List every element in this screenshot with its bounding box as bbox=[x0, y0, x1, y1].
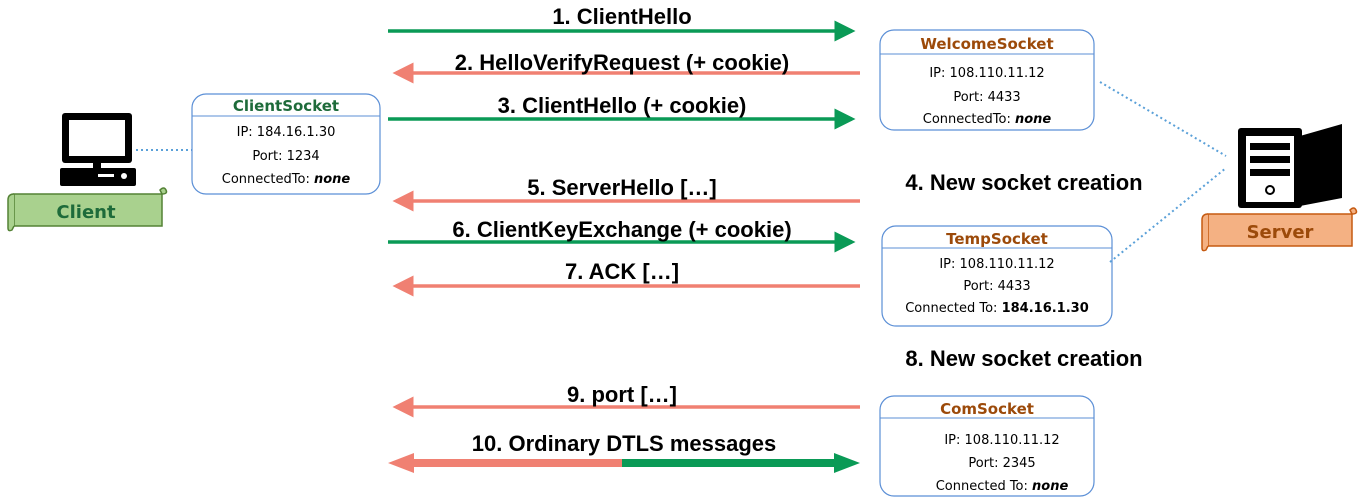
computer-icon bbox=[60, 113, 136, 186]
server-label: Server bbox=[1247, 222, 1314, 243]
welcome-socket-title: WelcomeSocket bbox=[920, 35, 1053, 53]
temp-socket-title: TempSocket bbox=[946, 230, 1048, 248]
message-2: 2. HelloVerifyRequest (+ cookie) bbox=[392, 50, 860, 84]
event-new-socket-8: 8. New socket creation bbox=[905, 346, 1142, 371]
message-6-label: 6. ClientKeyExchange (+ cookie) bbox=[452, 217, 791, 242]
client-label: Client bbox=[56, 202, 116, 223]
message-7: 7. ACK […] bbox=[392, 259, 860, 297]
com-socket-port: Port: 2345 bbox=[968, 456, 1035, 471]
message-10-label: 10. Ordinary DTLS messages bbox=[472, 431, 776, 456]
client-socket-connected: ConnectedTo: none bbox=[222, 172, 351, 187]
welcome-socket-ip: IP: 108.110.11.12 bbox=[929, 66, 1044, 81]
message-5-label: 5. ServerHello […] bbox=[527, 175, 717, 200]
message-6: 6. ClientKeyExchange (+ cookie) bbox=[388, 217, 856, 253]
server-welcome-link bbox=[1099, 81, 1227, 157]
temp-socket-ip: IP: 108.110.11.12 bbox=[939, 257, 1054, 272]
com-socket-title: ComSocket bbox=[940, 400, 1034, 418]
client-socket-title: ClientSocket bbox=[233, 97, 339, 115]
client-socket-box: ClientSocket IP: 184.16.1.30 Port: 1234 … bbox=[191, 93, 381, 195]
welcome-socket-box: WelcomeSocket IP: 108.110.11.12 Port: 44… bbox=[879, 29, 1095, 131]
message-9-label: 9. port […] bbox=[567, 382, 677, 407]
client-socket-port: Port: 1234 bbox=[252, 149, 319, 164]
message-2-label: 2. HelloVerifyRequest (+ cookie) bbox=[455, 50, 789, 75]
message-3-label: 3. ClientHello (+ cookie) bbox=[498, 93, 747, 118]
message-1: 1. ClientHello bbox=[388, 4, 856, 42]
temp-socket-box: TempSocket IP: 108.110.11.12 Port: 4433 … bbox=[881, 225, 1113, 327]
server-banner: Server bbox=[1201, 207, 1358, 252]
client-socket-ip: IP: 184.16.1.30 bbox=[237, 125, 336, 140]
welcome-socket-connected: ConnectedTo: none bbox=[923, 112, 1052, 127]
event-new-socket-4: 4. New socket creation bbox=[905, 170, 1142, 195]
com-socket-ip: IP: 108.110.11.12 bbox=[944, 433, 1059, 448]
message-7-label: 7. ACK […] bbox=[565, 259, 679, 284]
com-socket-box: ComSocket IP: 108.110.11.12 Port: 2345 C… bbox=[879, 395, 1095, 497]
temp-socket-port: Port: 4433 bbox=[963, 279, 1030, 294]
server-icon bbox=[1238, 124, 1342, 208]
message-5: 5. ServerHello […] bbox=[392, 175, 860, 212]
client-banner: Client bbox=[7, 187, 168, 232]
temp-socket-connected: Connected To: 184.16.1.30 bbox=[905, 301, 1089, 316]
message-1-label: 1. ClientHello bbox=[552, 4, 691, 29]
message-3: 3. ClientHello (+ cookie) bbox=[388, 93, 856, 130]
com-socket-connected: Connected To: none bbox=[936, 479, 1069, 494]
message-10: 10. Ordinary DTLS messages bbox=[388, 431, 860, 473]
welcome-socket-port: Port: 4433 bbox=[953, 90, 1020, 105]
message-9: 9. port […] bbox=[392, 382, 860, 418]
